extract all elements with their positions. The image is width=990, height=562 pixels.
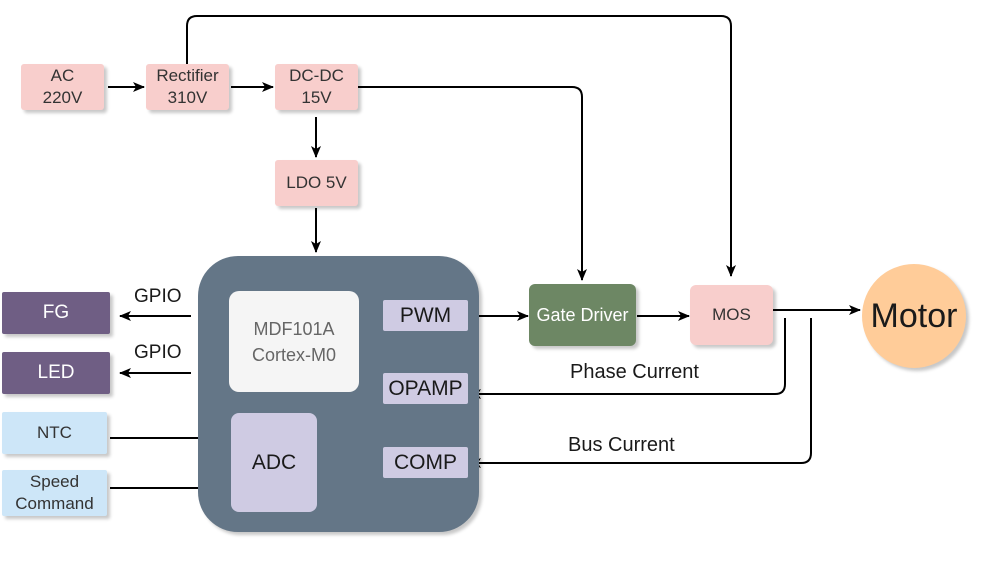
gpio-led-label: GPIO [134,342,182,363]
ntc-block: NTC [2,412,107,454]
comp-label: COMP [394,450,457,474]
speed-command-label: Speed Command [15,472,94,513]
wire-phase-current [469,318,786,399]
ldo-block: LDO 5V [275,160,358,206]
comp-block: COMP [383,447,468,478]
gate-driver-block: Gate Driver [529,284,636,346]
ntc-label: NTC [37,423,72,442]
gpio-fg-label: GPIO [134,286,182,307]
bus-current-label: Bus Current [568,434,675,456]
wire-dcdc-gatedriver [358,86,587,281]
dcdc-block: DC-DC 15V [275,64,358,110]
rectifier-block: Rectifier 310V [146,64,229,110]
phase-current-label: Phase Current [570,361,699,383]
dcdc-label: DC-DC 15V [289,66,344,107]
motor-label: Motor [870,296,958,335]
mcu-core-block: MDF101A Cortex-M0 [229,291,359,392]
ac-source-label: AC 220V [42,66,83,107]
pwm-label: PWM [399,303,452,327]
adc-label: ADC [251,450,297,474]
wire-bus-current [469,318,812,468]
led-label: LED [37,362,75,383]
fg-label: FG [42,302,70,323]
gate-driver-label: Gate Driver [536,304,629,325]
wire-rectifier-mos [186,15,736,277]
mcu-core-label: MDF101A Cortex-M0 [251,318,336,365]
adc-block: ADC [231,413,317,512]
rectifier-label: Rectifier 310V [156,66,219,107]
mos-block: MOS [690,285,773,345]
mos-label: MOS [712,305,751,324]
led-block: LED [2,352,110,394]
ac-source-block: AC 220V [21,64,104,110]
pwm-block: PWM [383,300,468,331]
opamp-block: OPAMP [383,373,468,404]
ldo-label: LDO 5V [286,173,347,192]
opamp-label: OPAMP [388,376,463,400]
motor-block: Motor [862,264,966,368]
fg-block: FG [2,292,110,334]
speed-command-block: Speed Command [2,470,107,516]
